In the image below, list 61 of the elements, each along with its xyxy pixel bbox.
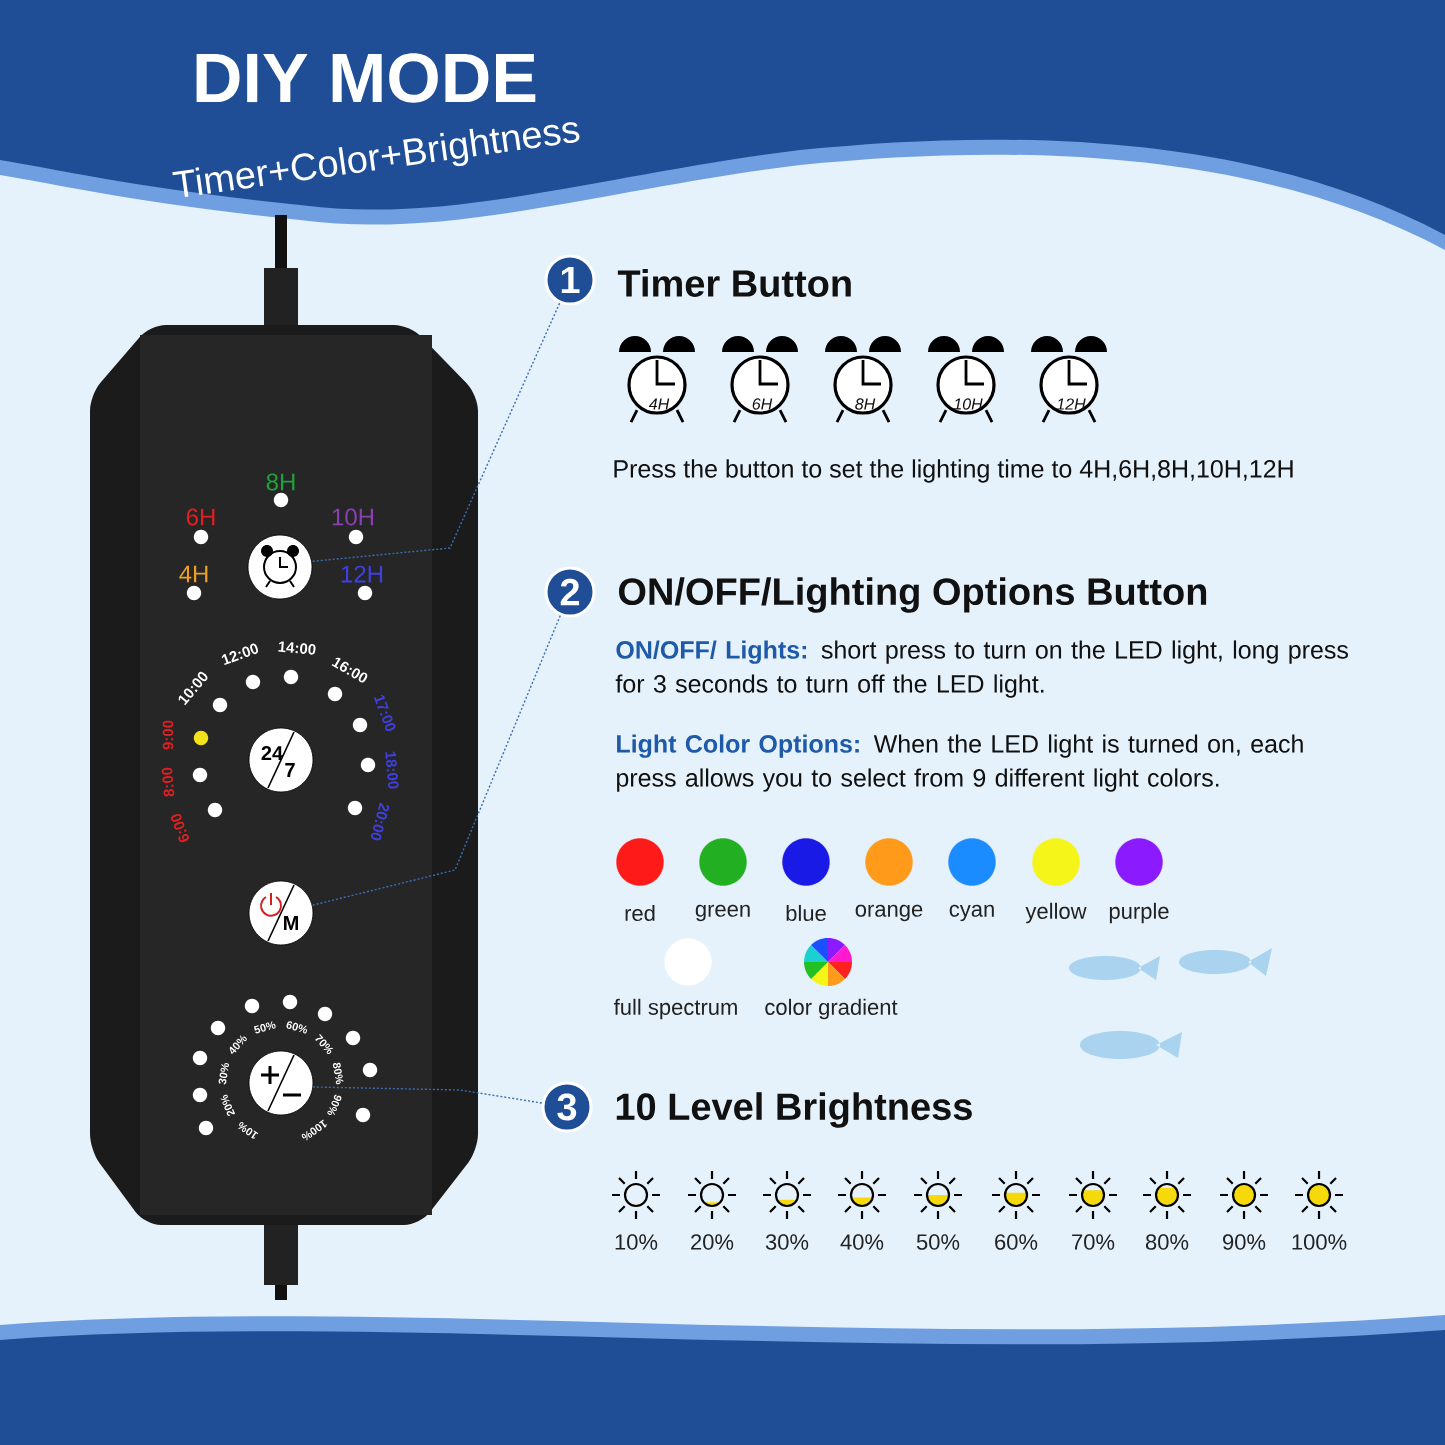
percent-label: 60%: [995, 1234, 1038, 1250]
clock-label: 12H: [1056, 398, 1086, 410]
time-label: 18:00: [385, 751, 399, 789]
time-label: 6:00: [171, 813, 189, 843]
level-label: 90%: [327, 1094, 342, 1116]
color-label: blue: [786, 904, 826, 922]
percent-label: 100%: [1292, 1234, 1347, 1250]
description-text: Light Color Options: When the LED light is turned on, each press allows you to select from 9 different light colors.: [617, 734, 1303, 792]
leader-line: [311, 614, 561, 906]
level-label: 10%: [238, 1121, 259, 1139]
clock-label: 10H: [953, 398, 983, 410]
control-button: [248, 1050, 314, 1116]
percent-label: 40%: [840, 1234, 884, 1250]
percent-label: 30%: [765, 1234, 809, 1250]
control-button: [247, 534, 313, 600]
color-label: red: [625, 904, 655, 922]
percent-label: 70%: [1072, 1234, 1115, 1250]
control-button: M: [248, 880, 314, 946]
callout-number: 1: [544, 254, 596, 306]
percent-label: 20%: [691, 1234, 734, 1250]
leader-line: [311, 302, 561, 563]
section-heading: ON/OFF/Lighting Options Button: [619, 577, 1207, 613]
callout-number: 3: [541, 1081, 593, 1133]
description-text: ON/OFF/ Lights: short press to turn on the LED light, long press for 3 seconds to turn off the LED light.: [615, 640, 1348, 698]
color-label: green: [695, 904, 750, 922]
percent-label: 10%: [615, 1234, 658, 1250]
timer-label: 4H: [179, 565, 208, 583]
clock-label: 4H: [648, 398, 670, 410]
callout-number: 2: [544, 566, 596, 618]
section-heading: Timer Button: [617, 269, 851, 297]
level-label: 80%: [333, 1062, 344, 1085]
color-label: purple: [1109, 902, 1169, 924]
time-label: 14:00: [278, 641, 316, 655]
color-label: color gradient: [765, 998, 898, 1020]
percent-label: 90%: [1223, 1234, 1266, 1250]
time-label: 20:00: [370, 802, 390, 841]
time-label: 9:00: [162, 720, 174, 750]
title: DIY MODE: [196, 53, 536, 103]
color-label: orange: [855, 904, 923, 922]
color-label: cyan: [949, 904, 994, 922]
timer-label: 6H: [186, 508, 215, 526]
clock-label: 8H: [855, 398, 876, 410]
level-label: 20%: [220, 1094, 236, 1117]
control-button: 24 7: [248, 727, 314, 793]
section-heading: 10 Level Brightness: [616, 1092, 972, 1128]
level-label: 60%: [286, 1021, 308, 1034]
percent-label: 80%: [1145, 1234, 1189, 1250]
timer-label: 12H: [341, 565, 383, 583]
time-label: 12:00: [221, 643, 259, 666]
level-label: 30%: [218, 1063, 230, 1085]
percent-label: 50%: [916, 1234, 960, 1250]
clock-label: 6H: [752, 398, 773, 410]
timer-label: 10H: [332, 508, 374, 526]
time-label: 8:00: [161, 767, 175, 797]
color-label: yellow: [1025, 902, 1087, 924]
level-label: 50%: [253, 1021, 276, 1034]
color-label: full spectrum: [613, 998, 737, 1020]
description-text: Press the button to set the lighting time to 4H,6H,8H,10H,12H: [614, 459, 1293, 483]
timer-label: 8H: [266, 473, 295, 491]
time-label: 17:00: [373, 694, 396, 732]
leader-line: [312, 1086, 543, 1104]
